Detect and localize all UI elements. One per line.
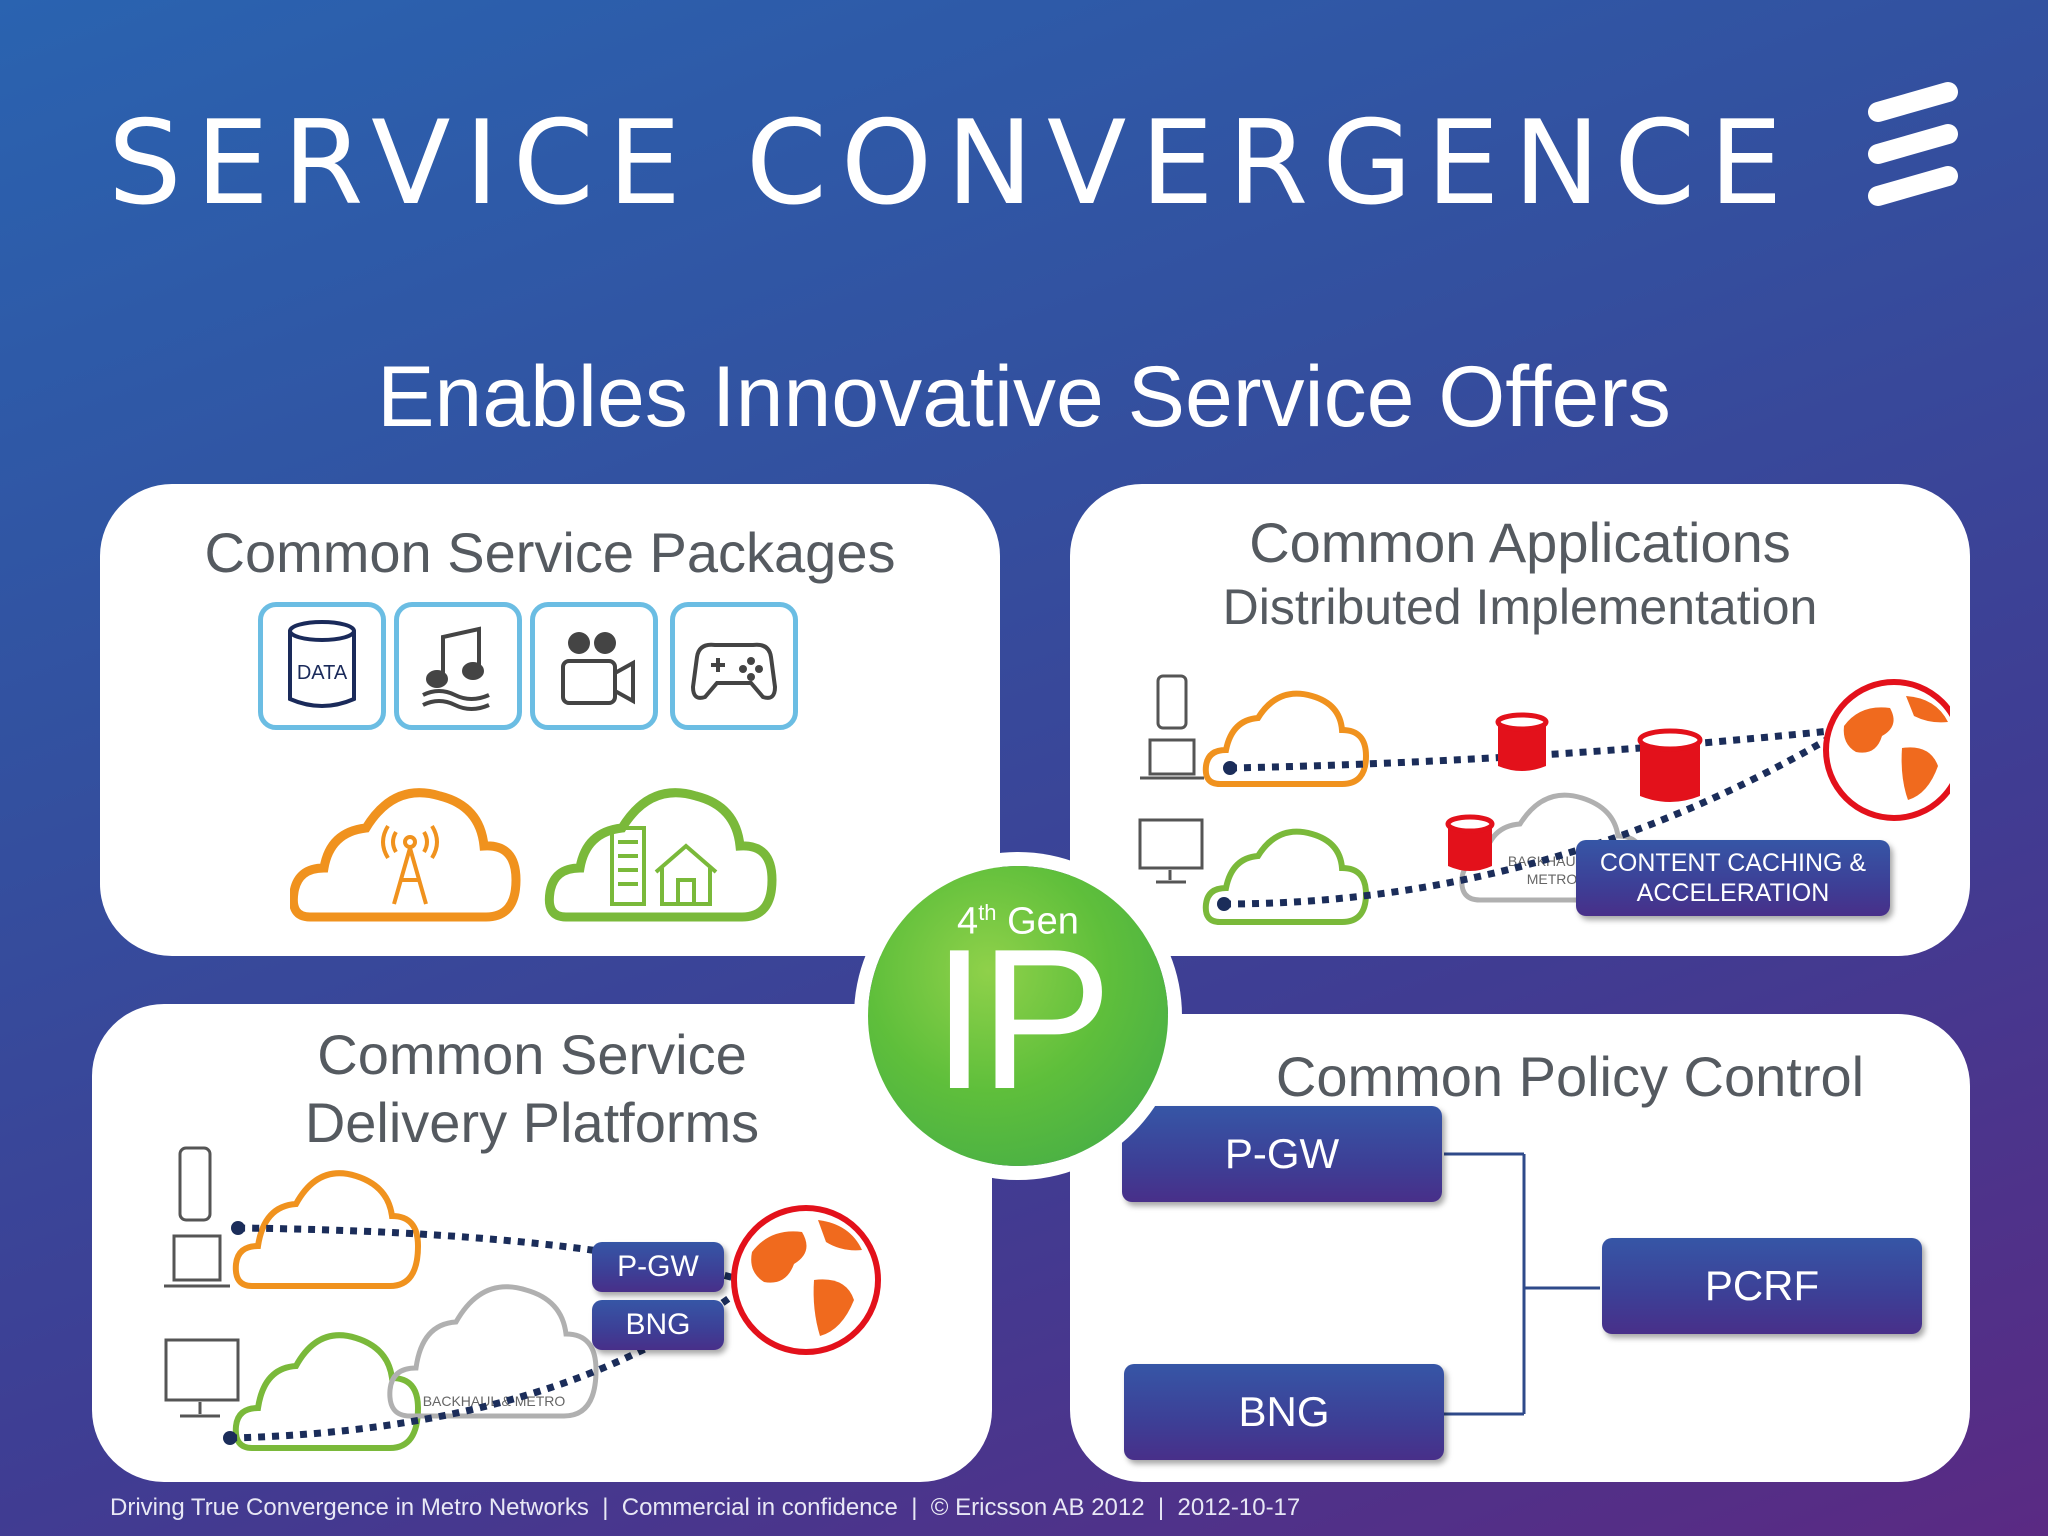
game-icon-box bbox=[670, 602, 798, 730]
applications-title-line1: Common Applications bbox=[1249, 511, 1791, 574]
mobile-cloud-icon bbox=[1202, 690, 1370, 787]
pcrf-node: PCRF bbox=[1602, 1238, 1922, 1334]
policy-bng-node: BNG bbox=[1124, 1364, 1444, 1460]
delivery-diagram: BACKHAUL & METRO bbox=[164, 1146, 881, 1451]
applications-panel: Common Applications Distributed Implemen… bbox=[1070, 484, 1970, 956]
delivery-title-line1: Common Service bbox=[317, 1023, 747, 1086]
video-icon-box bbox=[530, 602, 658, 730]
data-icon-box: DATA bbox=[258, 602, 386, 730]
data-label: DATA bbox=[297, 662, 348, 684]
smartphone-icon bbox=[1156, 674, 1188, 730]
ip-label: IP bbox=[931, 908, 1113, 1131]
cache-database-icon bbox=[1495, 712, 1549, 771]
cache-database-icon bbox=[1445, 814, 1495, 871]
video-camera-icon bbox=[561, 632, 635, 705]
cache-database-icon bbox=[1637, 728, 1703, 802]
fixed-cloud-icon bbox=[1202, 828, 1370, 925]
bng-node: BNG bbox=[592, 1300, 724, 1350]
mobile-cloud-icon bbox=[290, 788, 521, 922]
delivery-title-line2: Delivery Platforms bbox=[304, 1091, 760, 1154]
ip-badge: 4th Gen IP bbox=[868, 866, 1168, 1166]
delivery-platforms-panel: Common Service Delivery Platforms BACKHA… bbox=[92, 1004, 992, 1482]
caching-diagram: BACKHAUL & METRO bbox=[1138, 674, 1950, 925]
slide-subtitle: Enables Innovative Service Offers bbox=[377, 349, 1671, 445]
fixed-link bbox=[229, 1281, 751, 1442]
music-icon-box bbox=[394, 602, 522, 730]
service-packages-panel: Common Service Packages DATA bbox=[100, 484, 1000, 956]
backhaul-cloud-icon bbox=[387, 1284, 599, 1419]
smartphone-icon bbox=[178, 1146, 212, 1222]
policy-pgw-node: P-GW bbox=[1122, 1106, 1442, 1202]
ip-gen-number: 4 bbox=[957, 900, 979, 943]
ip-gen-label: 4th Gen bbox=[868, 900, 1168, 944]
service-packages-title: Common Service Packages bbox=[204, 521, 896, 584]
footer-text: Driving True Convergence in Metro Networ… bbox=[110, 1494, 1301, 1521]
gamepad-icon bbox=[690, 642, 778, 700]
slide-title: SERVICE CONVERGENCE bbox=[108, 96, 1797, 231]
monitor-icon bbox=[1138, 818, 1204, 884]
building-icon bbox=[610, 826, 718, 906]
database-icon: DATA bbox=[288, 620, 356, 708]
applications-title-line2: Distributed Implementation bbox=[1222, 579, 1818, 635]
pgw-node: P-GW bbox=[592, 1242, 724, 1292]
caching-line1: CONTENT CACHING & bbox=[1599, 849, 1867, 877]
fixed-cloud-icon bbox=[544, 788, 777, 922]
ericsson-logo-icon bbox=[1868, 82, 1958, 206]
ip-gen-suffix: Gen bbox=[996, 900, 1079, 943]
fixed-cloud-icon bbox=[232, 1332, 422, 1451]
globe-icon bbox=[1823, 679, 1950, 821]
content-caching-badge: CONTENT CACHING & ACCELERATION bbox=[1576, 840, 1890, 916]
mobile-cloud-icon bbox=[232, 1170, 422, 1289]
globe-icon bbox=[731, 1205, 881, 1355]
music-icon bbox=[422, 626, 490, 711]
access-clouds bbox=[290, 788, 777, 922]
backhaul-label-2: METRO bbox=[1527, 871, 1578, 887]
antenna-tower-icon bbox=[381, 824, 439, 905]
laptop-icon bbox=[164, 1234, 230, 1288]
laptop-icon bbox=[1140, 738, 1204, 780]
policy-connectors bbox=[1444, 1152, 1600, 1416]
policy-control-panel: Common Policy Control P-GW PCRF BNG bbox=[1070, 1014, 1970, 1482]
monitor-icon bbox=[164, 1338, 240, 1418]
caching-line2: ACCELERATION bbox=[1636, 879, 1830, 907]
policy-control-title: Common Policy Control bbox=[1275, 1045, 1865, 1108]
ip-gen-sup: th bbox=[978, 900, 997, 925]
mobile-link bbox=[1229, 726, 1841, 772]
